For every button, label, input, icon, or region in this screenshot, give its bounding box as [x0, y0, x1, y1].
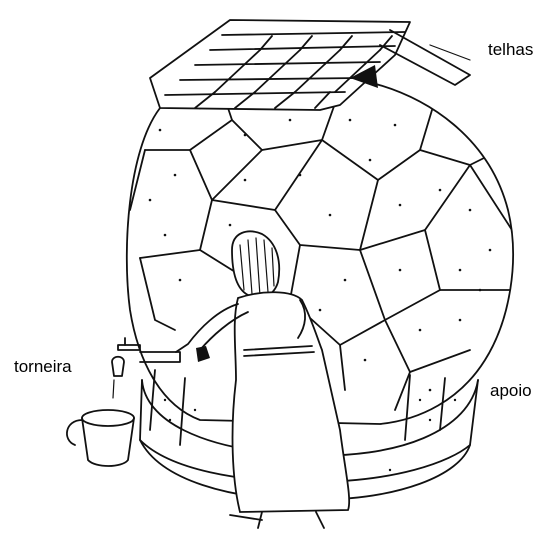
- roof-tiles: [150, 20, 470, 110]
- support-label: apoio: [490, 382, 532, 399]
- woman-figure: [176, 231, 349, 528]
- roof-tiles-label: telhas: [488, 41, 533, 58]
- tap-faucet: [112, 338, 180, 376]
- bucket: [67, 380, 134, 466]
- tap-label: torneira: [14, 358, 72, 375]
